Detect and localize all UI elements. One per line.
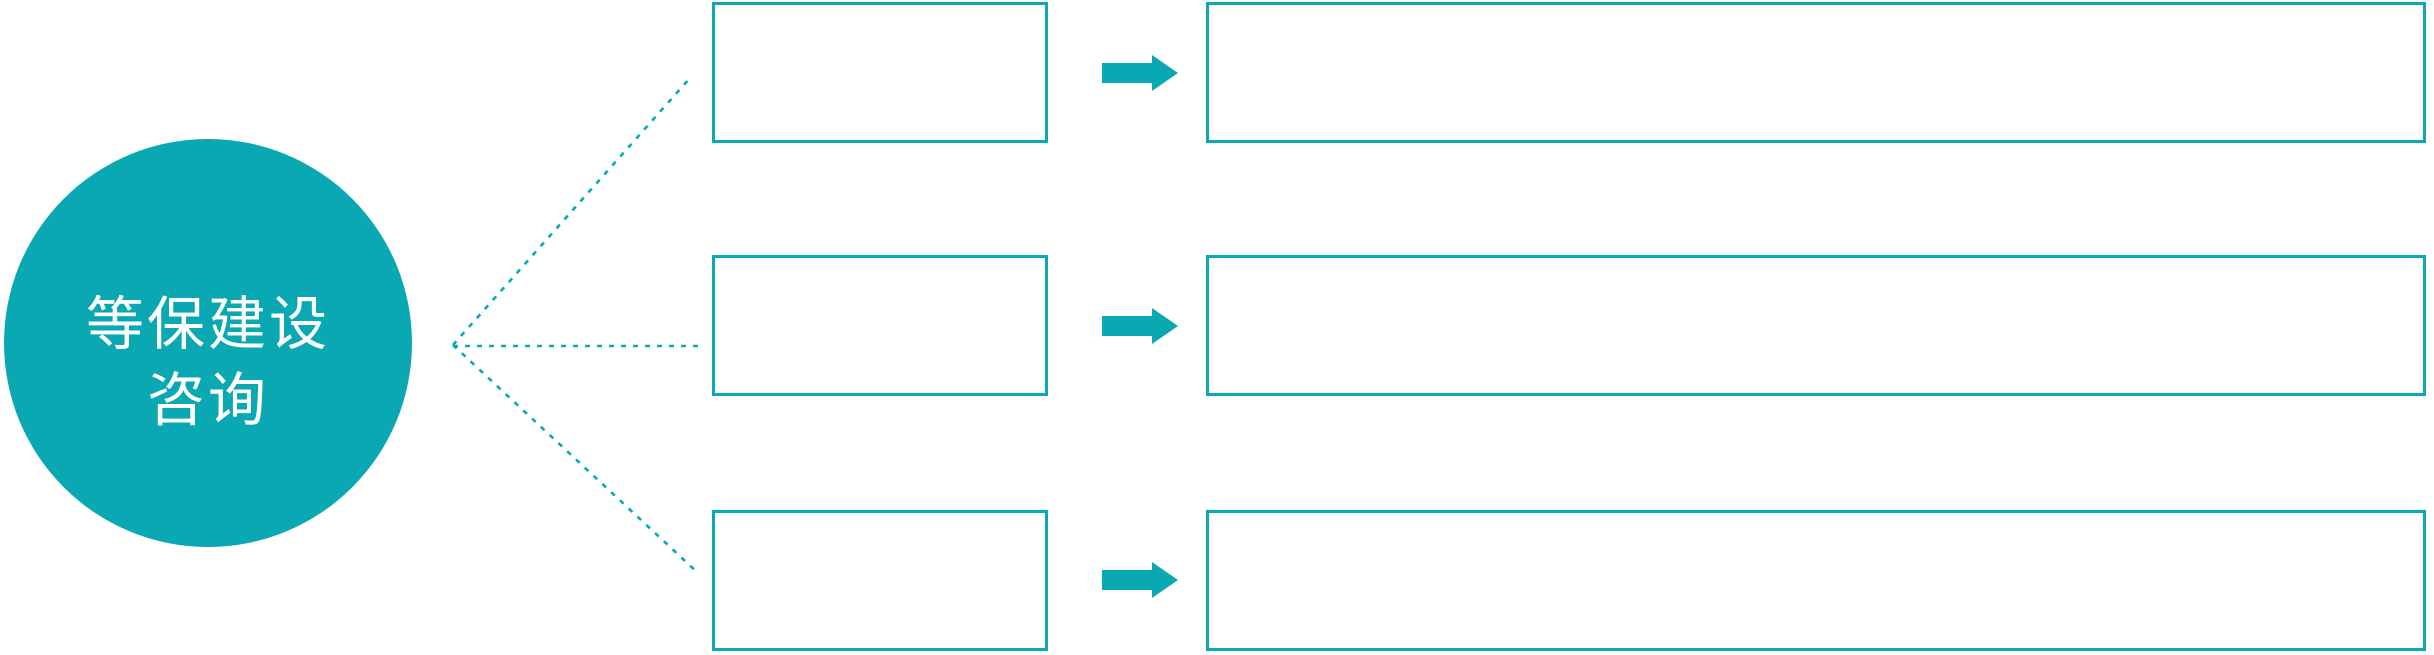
detail-box-3: [1206, 510, 2426, 651]
root-circle-label: 等保建设 咨询: [86, 287, 330, 439]
right-arrow-icon: [1102, 55, 1178, 91]
dotted-connector-lower: [452, 344, 699, 574]
dotted-connector-upper: [452, 77, 691, 346]
root-circle-label-line-2: 咨询: [146, 368, 269, 433]
step-box-2: [712, 255, 1048, 396]
detail-box-2: [1206, 255, 2426, 396]
detail-box-1: [1206, 2, 2426, 143]
right-arrow-icon: [1102, 308, 1178, 344]
step-box-1: [712, 2, 1048, 143]
root-circle-label-line-1: 等保建设: [85, 292, 330, 357]
right-arrow-icon: [1102, 562, 1178, 598]
step-box-3: [712, 510, 1048, 651]
root-circle-node: 等保建设 咨询: [4, 139, 412, 547]
